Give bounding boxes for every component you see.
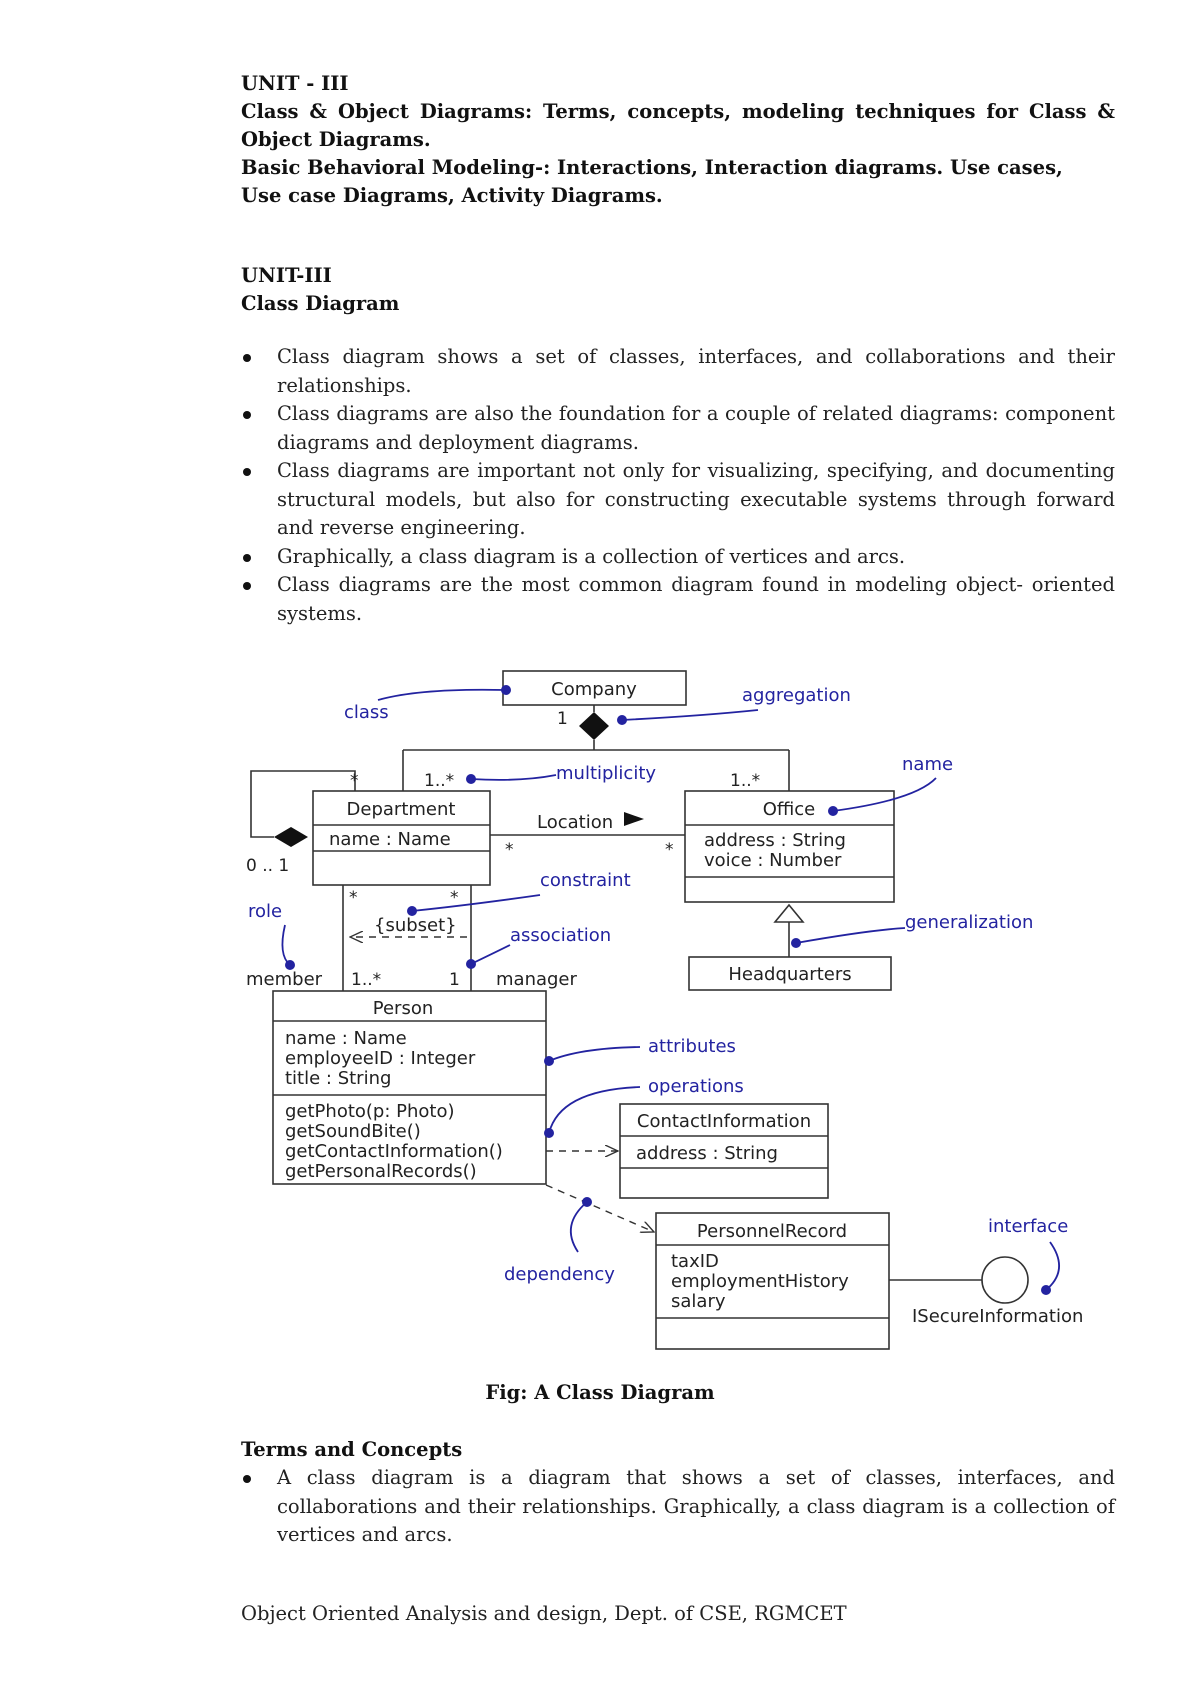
location-association-label: Location [537,812,613,833]
personnel-record-attribute-1: taxID [671,1251,719,1272]
syllabus-line-2: Basic Behavioral Modeling-: Interactions… [241,156,1063,179]
person-class-box [272,990,547,1185]
subset-right-multiplicity: * [450,888,459,908]
terms-title: Terms and Concepts [241,1438,463,1461]
class-diagram-figure: Company Department name : Name Office ad… [240,660,1125,1360]
person-attribute-2: employeeID : Integer [285,1048,476,1069]
syllabus-line-3: Use case Diagrams, Activity Diagrams. [241,184,663,207]
subset-constraint-label: {subset} [374,915,457,936]
annotation-association: association [510,925,611,946]
interface-lollipop-icon [981,1256,1029,1304]
annotation-constraint: constraint [540,870,631,891]
headquarters-class-name: Headquarters [728,964,851,985]
personnel-record-attribute-2: employmentHistory [671,1271,849,1292]
bullet-dot-icon [243,1475,251,1483]
annotation-operations: operations [648,1076,744,1097]
contact-information-class-box [619,1103,829,1199]
company-multiplicity: 1 [557,709,568,729]
manager-multiplicity: 1 [449,970,460,990]
annotation-dots [285,685,1051,1295]
uml-class-diagram: Company Department name : Name Office ad… [246,670,1083,1350]
unit-title: UNIT - III [241,72,349,95]
annotation-multiplicity: multiplicity [556,763,656,784]
bullet-item: Class diagrams are important not only fo… [241,457,1115,543]
annotation-class: class [344,702,389,723]
headquarters-class-box [688,956,892,991]
personnel-record-class-name: PersonnelRecord [697,1221,847,1242]
subset-left-multiplicity: * [349,888,358,908]
person-operation-1: getPhoto(p: Photo) [285,1101,455,1122]
person-operation-2: getSoundBite() [285,1121,421,1142]
terms-bullets: A class diagram is a diagram that shows … [241,1464,1115,1550]
section-unit: UNIT-III [241,264,332,287]
person-attribute-1: name : Name [285,1028,407,1049]
office-attribute-1: address : String [704,830,846,851]
annotation-attributes: attributes [648,1036,736,1057]
bullet-dot-icon [243,553,251,562]
member-role-label: member [246,969,323,990]
person-operation-4: getPersonalRecords() [285,1161,477,1182]
bullet-item: Class diagrams are the most common diagr… [241,571,1115,628]
personnel-record-class-box [655,1212,890,1350]
department-attribute: name : Name [329,829,451,850]
generalization-triangle-icon [773,903,805,923]
person-operation-3: getContactInformation() [285,1141,503,1162]
self-association-range: 0 .. 1 [246,856,289,876]
department-class-name: Department [347,799,456,820]
annotation-aggregation: aggregation [742,685,851,706]
member-multiplicity: 1..* [351,970,381,990]
annotation-generalization: generalization [905,912,1033,933]
bullet-item: Class diagrams are also the foundation f… [241,400,1115,457]
company-class-name: Company [551,679,637,700]
page-footer: Object Oriented Analysis and design, Dep… [241,1602,847,1625]
bullet-dot-icon [243,411,251,419]
aggregation-diamond-icon [579,712,609,740]
person-attribute-3: title : String [285,1068,391,1089]
person-class-name: Person [373,998,434,1019]
self-association-multiplicity: * [350,771,359,791]
section-title: Class Diagram [241,292,400,315]
annotation-role: role [248,901,282,922]
annotation-dependency: dependency [504,1264,615,1285]
bullet-dot-icon [243,582,251,590]
office-attribute-2: voice : Number [704,850,842,871]
class-diagram-bullets: Class diagram shows a set of classes, in… [241,343,1115,628]
bullet-item: Class diagram shows a set of classes, in… [241,343,1115,400]
bullet-item: Graphically, a class diagram is a collec… [241,543,1115,572]
annotation-leaders [281,688,1060,1291]
contact-information-class-name: ContactInformation [637,1111,811,1132]
location-direction-arrow-icon [624,812,644,826]
location-right-multiplicity: * [665,840,674,860]
terms-section: Terms and Concepts A class diagram is a … [241,1436,1115,1550]
page-content: UNIT - III Class & Object Diagrams: Term… [241,70,1115,628]
bullet-dot-icon [243,354,251,362]
office-class-name: Office [763,799,816,820]
manager-role-label: manager [496,969,578,990]
syllabus-line-1: Class & Object Diagrams: Terms, concepts… [241,100,1115,151]
bullet-dot-icon [243,468,251,476]
personnel-record-attribute-3: salary [671,1291,726,1312]
department-multiplicity: 1..* [424,771,454,791]
department-class-box [312,790,491,886]
annotation-interface: interface [988,1216,1068,1237]
bullet-item: A class diagram is a diagram that shows … [241,1464,1115,1550]
figure-caption: Fig: A Class Diagram [485,1381,715,1404]
office-class-box [684,790,895,903]
annotation-name: name [902,754,953,775]
interface-name-label: ISecureInformation [912,1306,1083,1327]
office-multiplicity: 1..* [730,771,760,791]
self-aggregation-diamond-icon [274,827,308,847]
contact-information-attribute: address : String [636,1143,778,1164]
location-left-multiplicity: * [505,840,514,860]
